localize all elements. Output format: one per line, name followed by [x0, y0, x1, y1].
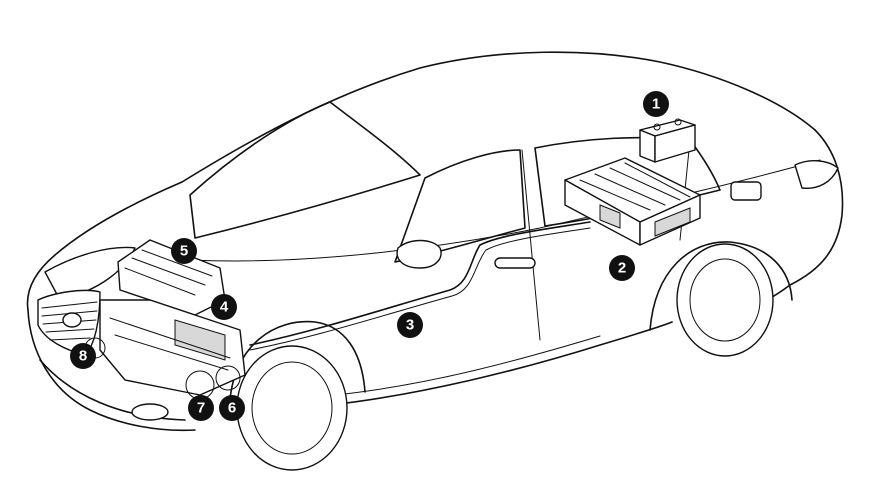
front-door-handle [494, 257, 536, 269]
power-cable-harness [249, 221, 591, 351]
callout-7-number: 7 [197, 400, 205, 417]
callout-6-number: 6 [228, 400, 236, 417]
callout-4: 4 [211, 294, 237, 320]
callout-2: 2 [609, 255, 635, 281]
auxiliary-battery [639, 118, 696, 163]
fog-light [131, 403, 169, 421]
rear-wheel-arch [649, 241, 793, 331]
beltline [189, 159, 821, 262]
tail-light [794, 160, 839, 189]
rear-wheel [676, 243, 774, 357]
hybrid-battery-pack [564, 157, 701, 246]
windshield [189, 101, 421, 239]
callout-5-number: 5 [180, 243, 188, 260]
side-mirror [396, 239, 442, 269]
brand-emblem [62, 312, 82, 328]
side-sill [329, 321, 673, 406]
callout-8: 8 [70, 343, 96, 369]
callout-3-number: 3 [406, 317, 414, 334]
callout-1-number: 1 [652, 96, 660, 113]
roof-line [181, 51, 816, 183]
front-wheel [236, 345, 348, 471]
front-lower-lip [39, 359, 186, 421]
engine-assembly [84, 239, 246, 400]
callout-2-number: 2 [618, 260, 626, 277]
fuel-door [730, 181, 762, 201]
callout-1: 1 [643, 91, 669, 117]
callout-6: 6 [219, 395, 245, 421]
front-door-seam [521, 149, 541, 341]
callout-7: 7 [188, 395, 214, 421]
trunk-line [789, 129, 844, 286]
front-bumper [27, 309, 196, 432]
callout-4-number: 4 [220, 299, 229, 316]
callout-3: 3 [397, 312, 423, 338]
hood-outline [26, 181, 183, 311]
callout-5: 5 [171, 238, 197, 264]
callout-8-number: 8 [79, 348, 87, 365]
